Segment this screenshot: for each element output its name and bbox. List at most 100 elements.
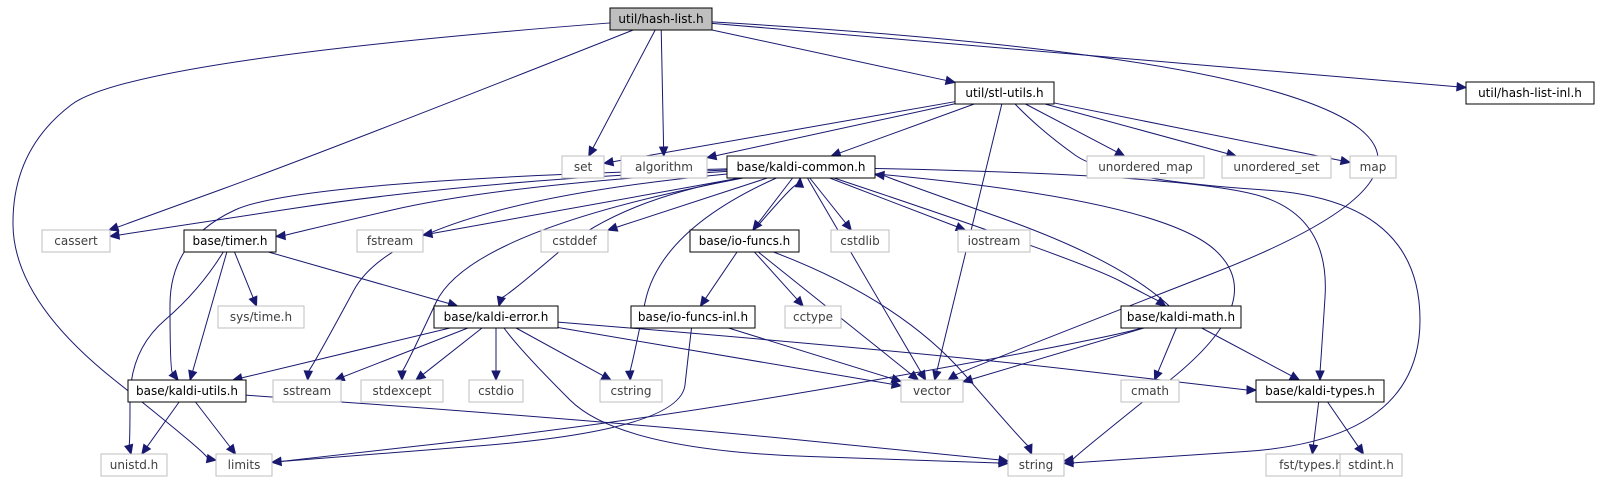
edge-iofuncs-to-cctype <box>754 251 804 307</box>
edge-arrowhead <box>961 374 974 384</box>
node-kalditypes[interactable]: base/kaldi-types.h <box>1255 379 1385 403</box>
node-box <box>830 229 890 253</box>
edge-line <box>1025 103 1117 153</box>
edge-kaldimath-to-vector <box>961 327 1145 384</box>
edge-line <box>343 327 469 378</box>
edge-line <box>1327 401 1359 447</box>
edge-arrowhead <box>602 156 615 167</box>
edge-line <box>711 29 947 81</box>
node-unordered_map: unordered_map <box>1086 155 1205 179</box>
edge-arrowhead <box>907 370 920 381</box>
node-label: base/kaldi-common.h <box>736 160 865 174</box>
edge-line <box>874 173 1236 461</box>
node-label: cstdlib <box>840 234 879 248</box>
edge-arrowhead <box>205 453 218 464</box>
edge-kaldimath-to-cmath <box>1153 327 1177 382</box>
edge-arrowhead <box>932 369 942 382</box>
edge-arrowhead <box>1288 371 1301 381</box>
node-label: unordered_map <box>1098 160 1193 174</box>
node-cassert: cassert <box>41 229 111 253</box>
edge-line <box>117 29 634 228</box>
node-iostream: iostream <box>957 229 1031 253</box>
node-cmath: cmath <box>1120 379 1180 403</box>
edge-kaldicommon-to-kalditypes <box>874 167 1326 382</box>
node-hashlistinl[interactable]: util/hash-list-inl.h <box>1465 81 1595 105</box>
edge-timer-to-kaldiutils <box>188 251 228 382</box>
edge-line <box>557 327 893 385</box>
edge-line <box>728 327 893 380</box>
edge-iofuncsinl-to-vector <box>728 327 903 384</box>
edge-arrowhead <box>225 443 237 455</box>
edge-arrowhead <box>890 374 903 384</box>
node-label: sys/time.h <box>230 310 292 324</box>
edge-arrowhead <box>1113 147 1126 157</box>
edge-line <box>829 177 958 228</box>
edge-arrowhead <box>1308 443 1319 456</box>
node-kaldimath[interactable]: base/kaldi-math.h <box>1120 305 1242 329</box>
edge-kalditypes-to-fsttypes <box>1308 401 1320 456</box>
edge-line <box>280 327 693 462</box>
node-label: base/kaldi-math.h <box>1127 310 1235 324</box>
edge-line <box>715 103 956 157</box>
edge-line <box>280 327 1143 462</box>
edge-arrowhead <box>794 176 805 188</box>
node-box <box>41 229 111 253</box>
node-label: unordered_set <box>1233 160 1320 174</box>
edge-arrowhead <box>954 222 967 232</box>
edge-line <box>1312 401 1320 446</box>
node-label: base/timer.h <box>192 234 267 248</box>
edge-kaldicommon-to-kaldiutils <box>168 168 728 381</box>
node-sstream: sstream <box>272 379 342 403</box>
edge-stlutils-to-set <box>602 101 956 167</box>
edge-arrowhead <box>873 170 885 181</box>
edge-line <box>192 251 228 372</box>
node-label: cstring <box>610 384 651 398</box>
edge-hashlist-to-hashlistinl <box>711 22 1468 92</box>
node-box <box>360 379 444 403</box>
node-kaldiutils[interactable]: base/kaldi-utils.h <box>127 379 247 403</box>
edge-kaldierror-to-cstdio <box>491 328 501 382</box>
edge-line <box>592 29 656 149</box>
node-box <box>689 229 800 253</box>
edge-iofuncsinl-to-limits <box>270 327 693 467</box>
node-box <box>630 305 756 329</box>
edge-kaldicommon-to-timer <box>274 170 728 241</box>
edge-hashlist-to-algorithm <box>658 29 669 158</box>
edge-iofuncs-to-string <box>773 251 1033 456</box>
node-label: base/io-funcs-inl.h <box>638 310 748 324</box>
edge-kaldicommon-to-cstdlib <box>809 177 852 231</box>
node-iofuncsinl[interactable]: base/io-funcs-inl.h <box>630 305 756 329</box>
node-stlutils[interactable]: util/stl-utils.h <box>954 81 1055 105</box>
edge-stlutils-to-algorithm <box>705 103 956 161</box>
edge-arrowhead <box>1023 443 1033 456</box>
edge-arrowhead <box>1155 296 1167 307</box>
edge-line <box>705 251 738 299</box>
node-kaldicommon[interactable]: base/kaldi-common.h <box>726 155 876 179</box>
edge-arrowhead <box>658 146 669 158</box>
edge-line <box>284 170 728 237</box>
edge-line <box>1053 102 1342 162</box>
node-label: fstream <box>367 234 413 248</box>
node-box <box>1221 155 1332 179</box>
edge-iofuncs-to-iofuncsinl <box>699 251 738 308</box>
node-stdexcept: stdexcept <box>360 379 444 403</box>
node-iofuncs[interactable]: base/io-funcs.h <box>689 229 800 253</box>
edge-arrowhead <box>248 295 258 308</box>
node-kaldierror[interactable]: base/kaldi-error.h <box>433 305 559 329</box>
edge-kaldiutils-to-unistd <box>141 401 180 456</box>
edge-line <box>971 327 1145 380</box>
node-box <box>726 155 876 179</box>
edge-arrowhead <box>491 370 501 382</box>
edge-line <box>245 394 1000 461</box>
node-label: cctype <box>793 310 833 324</box>
edge-iofuncs-to-kaldicommon <box>753 176 805 231</box>
node-box <box>620 155 708 179</box>
edge-kaldicommon-to-sstream <box>303 173 728 382</box>
edge-line <box>557 321 1248 391</box>
edge-kaldierror-to-cstring <box>515 327 613 381</box>
edge-kalditypes-to-stdint <box>1327 401 1365 456</box>
edge-arrowhead <box>1315 370 1325 382</box>
node-timer[interactable]: base/timer.h <box>183 229 277 253</box>
edge-line <box>241 327 451 379</box>
node-hashlist[interactable]: util/hash-list.h <box>609 7 713 31</box>
